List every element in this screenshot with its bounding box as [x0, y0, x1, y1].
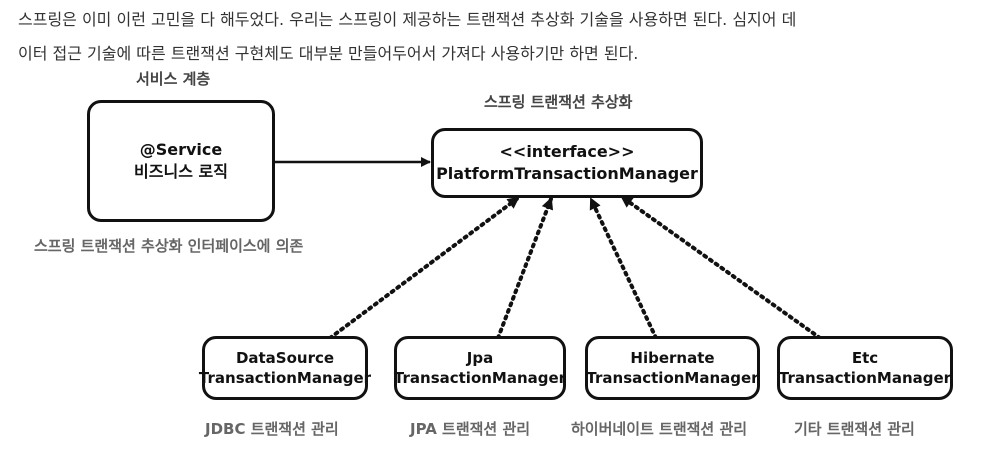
implements-arrow-etc: [620, 195, 822, 340]
service-box-annotation: @Service: [139, 140, 223, 159]
abstraction-label: 스프링 트랜잭션 추상화: [484, 93, 633, 111]
interface-stereotype: <<interface>>: [499, 142, 635, 161]
impl-box-line1: Hibernate: [630, 349, 715, 367]
impl-caption-jpa: JPA 트랜잭션 관리: [410, 420, 531, 438]
interface-box: <<interface>> PlatformTransactionManager: [431, 128, 703, 198]
implements-arrow-jpa: [496, 197, 554, 340]
paragraph-line-2: 이터 접근 기술에 따른 트랜잭션 구현체도 대부분 만들어두어서 가져다 사용…: [18, 44, 639, 63]
paragraph-line-1: 스프링은 이미 이런 고민을 다 해두었다. 우리는 스프링이 제공하는 트랜잭…: [18, 10, 797, 29]
impl-box-line2: TransactionManager: [393, 369, 567, 387]
impl-caption-etc: 기타 트랜잭션 관리: [794, 420, 915, 438]
impl-box-line2: TransactionManager: [586, 369, 759, 387]
impl-box-line1: DataSource: [235, 349, 335, 367]
impl-box-line2: TransactionManager: [778, 369, 952, 387]
impl-box-line1: Etc: [851, 349, 879, 367]
service-box-title: 비즈니스 로직: [134, 162, 228, 181]
impl-box-jpa: Jpa TransactionManager: [394, 336, 566, 400]
impl-box-line2: TransactionManager: [198, 369, 372, 387]
impl-box-etc: Etc TransactionManager: [777, 336, 953, 400]
dependency-note: 스프링 트랜잭션 추상화 인터페이스에 의존: [34, 237, 304, 255]
service-layer-label: 서비스 계층: [136, 70, 211, 88]
impl-box-line1: Jpa: [466, 349, 494, 367]
impl-box-hibernate: Hibernate TransactionManager: [585, 336, 760, 400]
service-box: @Service 비즈니스 로직: [87, 100, 275, 222]
impl-caption-jdbc: JDBC 트랜잭션 관리: [205, 420, 339, 438]
implements-arrow-hibernate: [589, 197, 658, 340]
interface-name: PlatformTransactionManager: [436, 164, 698, 183]
impl-box-datasource: DataSource TransactionManager: [198, 336, 372, 400]
impl-caption-hibernate: 하이버네이트 트랜잭션 관리: [571, 420, 748, 438]
implements-arrow-datasource: [328, 196, 520, 340]
